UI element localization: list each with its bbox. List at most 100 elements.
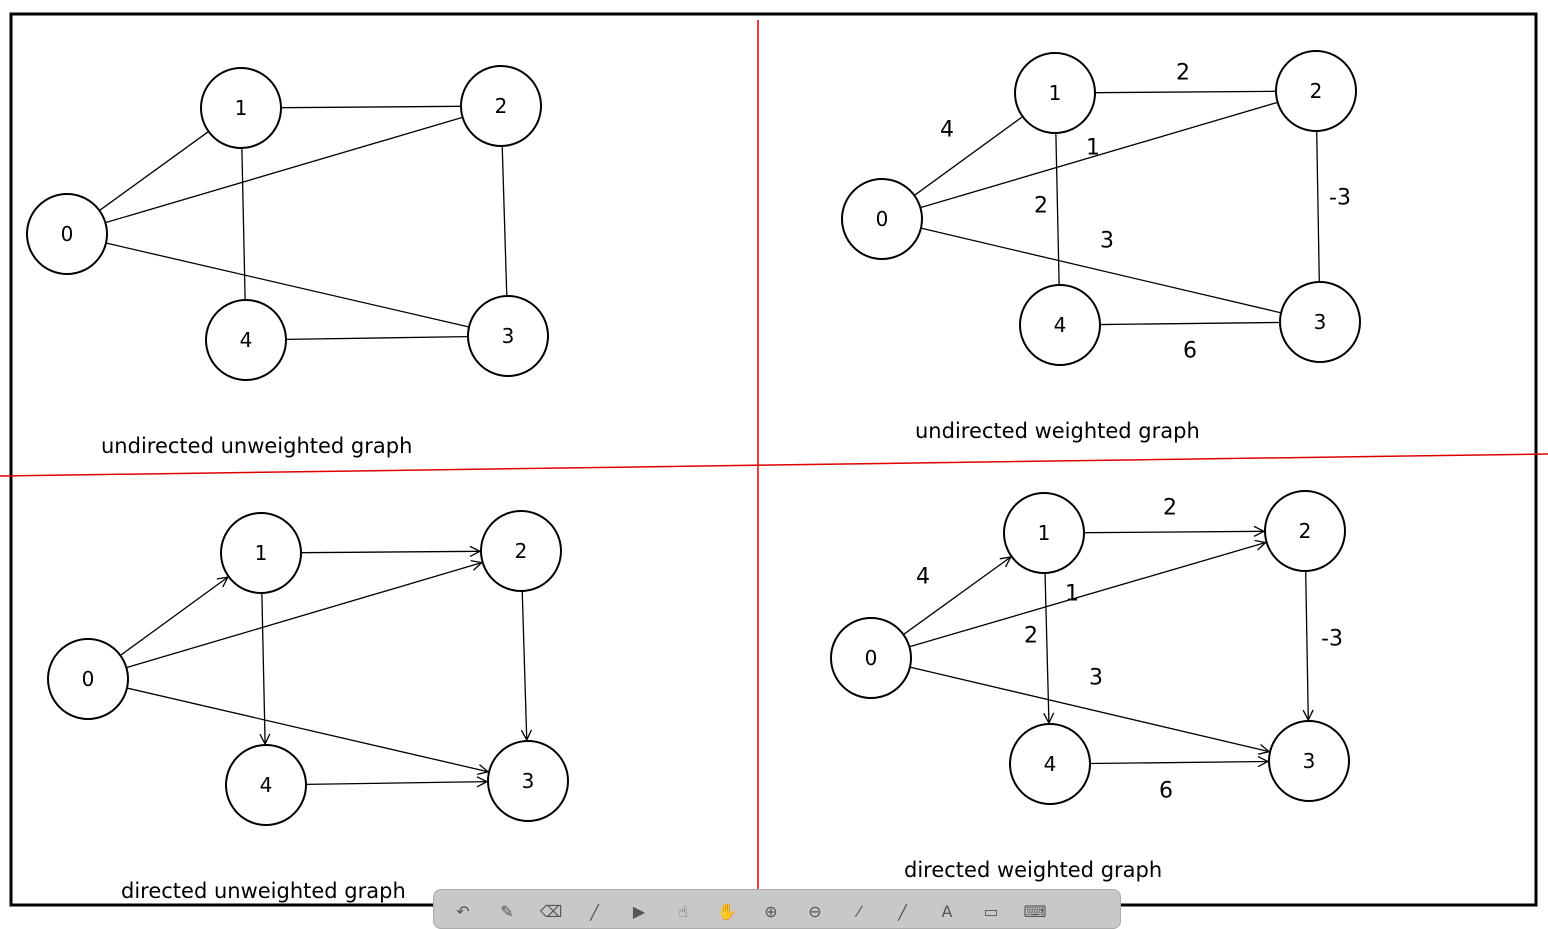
node-2: 2 bbox=[460, 65, 542, 147]
laser-pen-icon[interactable]: ⁄ bbox=[857, 904, 861, 921]
edge-weight-2-3: -3 bbox=[1321, 627, 1343, 652]
edge-1-4 bbox=[262, 592, 265, 744]
node-label: 4 bbox=[260, 773, 273, 797]
node-circle bbox=[200, 67, 282, 149]
edge-0-3 bbox=[105, 242, 469, 328]
node-label: 1 bbox=[235, 96, 248, 120]
node-0: 0 bbox=[47, 638, 129, 720]
node-circle bbox=[830, 617, 912, 699]
edge-weight-0-3: 3 bbox=[1100, 229, 1114, 254]
edge-4-3 bbox=[305, 782, 487, 785]
line-icon[interactable]: ╱ bbox=[898, 904, 908, 921]
keyboard-icon[interactable]: ⌨ bbox=[1023, 904, 1047, 921]
edge-0-2 bbox=[105, 116, 462, 224]
node-circle bbox=[841, 178, 923, 260]
node-3: 3 bbox=[487, 740, 569, 822]
node-circle bbox=[487, 740, 569, 822]
node-label: 0 bbox=[82, 667, 95, 691]
edge-4-3 bbox=[285, 335, 468, 341]
node-circle bbox=[225, 744, 307, 826]
node-4: 4 bbox=[225, 744, 307, 826]
edge-0-2 bbox=[920, 101, 1277, 209]
annotation-toolbar: ↶ ✎ ⌫ ╱ ▶ ☝ ✋ ⊕ ⊖ ⁄ ╱ A ▭ ⌨ bbox=[433, 889, 1121, 929]
node-label: 4 bbox=[1054, 313, 1067, 337]
node-circle bbox=[1279, 281, 1361, 363]
edge-0-3 bbox=[126, 687, 488, 772]
node-label: 2 bbox=[495, 94, 508, 118]
edge-0-2 bbox=[909, 543, 1265, 648]
hand-pointer-icon[interactable]: ☝ bbox=[678, 904, 688, 921]
zoom-out-icon[interactable]: ⊖ bbox=[808, 904, 822, 921]
edge-weight-4-3: 6 bbox=[1159, 779, 1173, 804]
node-0: 0 bbox=[830, 617, 912, 699]
highlighter-icon[interactable]: ╱ bbox=[590, 904, 600, 921]
edge-weight-4-3: 6 bbox=[1183, 339, 1197, 364]
edge-1-2 bbox=[300, 551, 480, 552]
edge-1-2 bbox=[280, 105, 461, 109]
hand-pan-icon[interactable]: ✋ bbox=[717, 904, 737, 921]
pointer-icon[interactable]: ▶ bbox=[632, 904, 646, 921]
node-2: 2 bbox=[480, 510, 562, 592]
edge-weight-0-2: 1 bbox=[1086, 136, 1100, 161]
node-0: 0 bbox=[26, 193, 108, 275]
edge-1-2 bbox=[1094, 90, 1276, 94]
pen-icon[interactable]: ✎ bbox=[500, 904, 514, 921]
node-label: 0 bbox=[865, 646, 878, 670]
node-3: 3 bbox=[467, 295, 549, 377]
edge-2-3 bbox=[1306, 570, 1309, 720]
edge-weight-1-4: 2 bbox=[1024, 624, 1038, 649]
edge-0-1 bbox=[903, 557, 1010, 636]
edge-1-4 bbox=[1055, 132, 1060, 285]
edge-weight-2-3: -3 bbox=[1329, 186, 1351, 211]
node-1: 1 bbox=[220, 512, 302, 594]
node-label: 2 bbox=[1299, 519, 1312, 543]
node-label: 0 bbox=[61, 222, 74, 246]
edge-2-3 bbox=[1316, 130, 1320, 282]
edge-4-3 bbox=[1089, 761, 1268, 763]
node-circle bbox=[26, 193, 108, 275]
node-2: 2 bbox=[1264, 490, 1346, 572]
node-label: 2 bbox=[1310, 79, 1323, 103]
eraser-icon[interactable]: ⌫ bbox=[539, 904, 563, 921]
node-label: 4 bbox=[240, 328, 253, 352]
node-circle bbox=[1009, 723, 1091, 805]
node-3: 3 bbox=[1268, 720, 1350, 802]
horizontal-divider bbox=[0, 453, 1548, 477]
node-2: 2 bbox=[1275, 50, 1357, 132]
node-circle bbox=[480, 510, 562, 592]
edge-0-3 bbox=[909, 666, 1269, 751]
node-4: 4 bbox=[1019, 284, 1101, 366]
node-circle bbox=[220, 512, 302, 594]
node-label: 2 bbox=[515, 539, 528, 563]
capture-icon[interactable]: ▭ bbox=[983, 904, 999, 921]
node-circle bbox=[1019, 284, 1101, 366]
graph-caption: directed weighted graph bbox=[904, 858, 1162, 882]
edge-weight-0-1: 4 bbox=[916, 565, 930, 590]
graph-caption: undirected unweighted graph bbox=[101, 434, 412, 458]
node-circle bbox=[467, 295, 549, 377]
text-icon[interactable]: A bbox=[941, 904, 953, 921]
edge-weight-1-2: 2 bbox=[1163, 496, 1177, 521]
node-circle bbox=[1014, 52, 1096, 134]
undo-icon[interactable]: ↶ bbox=[456, 904, 470, 921]
node-3: 3 bbox=[1279, 281, 1361, 363]
edge-0-1 bbox=[99, 131, 209, 212]
node-4: 4 bbox=[1009, 723, 1091, 805]
node-circle bbox=[205, 299, 287, 381]
edge-0-2 bbox=[126, 563, 481, 669]
node-label: 0 bbox=[876, 207, 889, 231]
edge-weight-0-1: 4 bbox=[940, 118, 954, 143]
node-0: 0 bbox=[841, 178, 923, 260]
node-circle bbox=[1264, 490, 1346, 572]
edge-0-1 bbox=[119, 577, 228, 656]
node-label: 4 bbox=[1044, 752, 1057, 776]
edge-0-1 bbox=[913, 116, 1023, 196]
node-circle bbox=[460, 65, 542, 147]
node-label: 3 bbox=[502, 324, 515, 348]
node-circle bbox=[1268, 720, 1350, 802]
edge-1-4 bbox=[241, 147, 246, 300]
zoom-in-icon[interactable]: ⊕ bbox=[764, 904, 778, 921]
edge-4-3 bbox=[1099, 321, 1280, 326]
